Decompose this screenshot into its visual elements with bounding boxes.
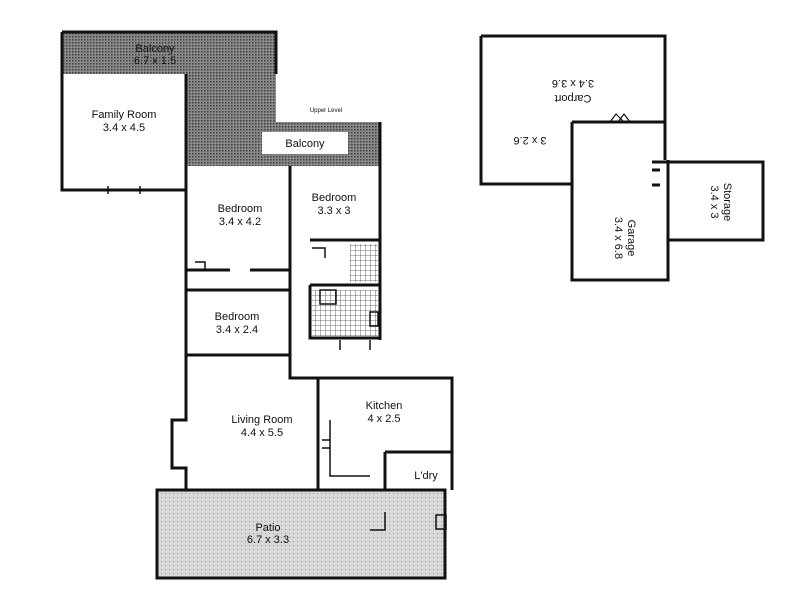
living-room-name: Living Room [231, 414, 292, 426]
family-room-size: 3.4 x 4.5 [103, 122, 145, 134]
bedroom-1-name: Bedroom [218, 203, 263, 215]
family-room-name: Family Room [92, 109, 157, 121]
balcony-top-area [62, 32, 276, 74]
balcony-mid-name: Balcony [285, 138, 325, 150]
bedroom-3-name: Bedroom [215, 311, 260, 323]
garage-size: 3.4 x 6.8 [612, 217, 624, 259]
laundry-name: L'dry [414, 470, 438, 482]
bedroom-2-size: 3.3 x 3 [317, 205, 350, 217]
garage-name: Garage [625, 220, 637, 257]
bedroom-3-size: 3.4 x 2.4 [216, 324, 258, 336]
patio-name: Patio [255, 522, 280, 534]
patio-area [158, 491, 444, 577]
balcony-top-name: Balcony [135, 43, 175, 55]
balcony-top-size: 6.7 x 1.5 [134, 55, 176, 67]
bedroom-2-name: Bedroom [312, 192, 357, 204]
carport-extra-size: 3 x 2.6 [513, 134, 546, 146]
carport-door [609, 113, 631, 123]
living-room-size: 4.4 x 5.5 [241, 427, 283, 439]
bedroom-1-size: 3.4 x 4.2 [219, 216, 261, 228]
ensuite-tiles [350, 244, 378, 282]
fixtures [107, 186, 447, 531]
carport-size: 3.4 x 3.6 [552, 77, 594, 89]
carport-labels: Carport 3.4 x 3.6 3 x 2.6 [513, 77, 594, 146]
storage-name: Storage [721, 183, 733, 222]
patio-size: 6.7 x 3.3 [247, 534, 289, 546]
kitchen-size: 4 x 2.5 [367, 413, 400, 425]
upper-level-note: Upper Level [310, 108, 342, 114]
carport-name: Carport [555, 92, 592, 104]
kitchen-name: Kitchen [366, 400, 403, 412]
balcony-mid-label-bg [262, 132, 348, 154]
bathroom-tiles [312, 290, 378, 336]
storage-size: 3.4 x 3 [708, 185, 720, 218]
